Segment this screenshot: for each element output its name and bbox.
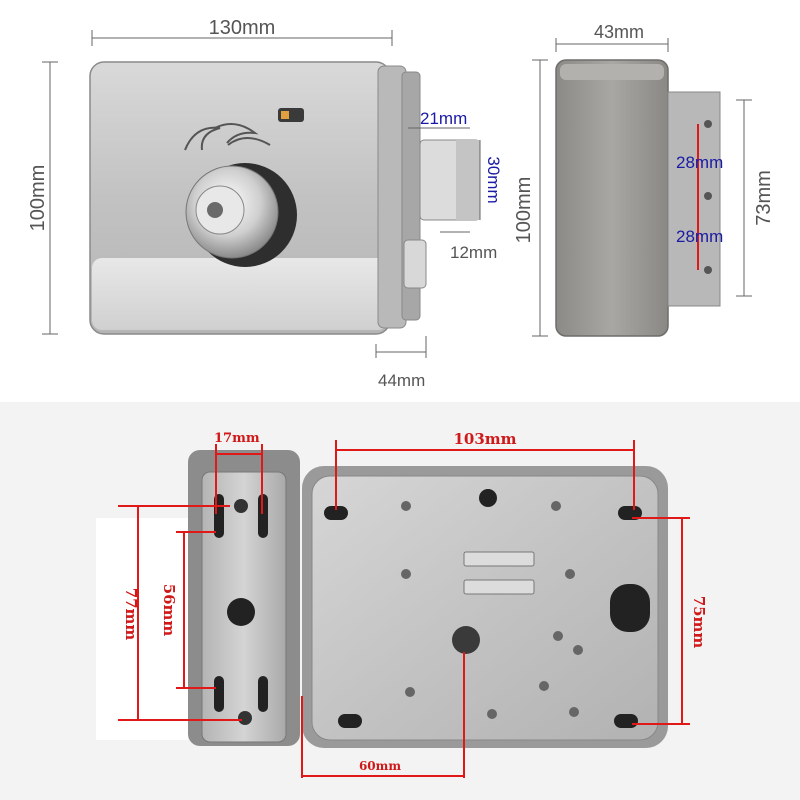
side-height-label: 100mm	[513, 177, 535, 244]
rear-diagram: 17mm 103mm 77mm 56mm 75mm 60mm	[96, 430, 708, 778]
dimension-130mm: 130mm	[91, 17, 393, 46]
hole-spacing-2-label: 28mm	[676, 227, 723, 246]
dimension-28mm-upper: 28mm	[676, 124, 723, 196]
strike-plate	[188, 450, 300, 746]
plate-center-hole	[227, 598, 255, 626]
latch-depth-label: 12mm	[450, 243, 497, 262]
lock-side-body	[555, 59, 721, 337]
plate-slot	[258, 676, 268, 712]
side-hole-middle	[704, 192, 712, 200]
mount-slot	[618, 506, 642, 520]
screw-hole	[405, 687, 415, 697]
plate-hole-spacing-label: 56mm	[160, 584, 178, 637]
latch-width-label: 21mm	[420, 109, 467, 128]
dimension-100mm-left: 100mm	[27, 61, 58, 335]
latch-height-label: 30mm	[484, 156, 503, 203]
side-depth-label: 43mm	[594, 22, 644, 42]
screw-hole	[573, 645, 583, 655]
dimension-60mm: 60mm	[301, 652, 465, 778]
dimension-43mm: 43mm	[555, 22, 669, 52]
screw-hole	[401, 501, 411, 511]
screw-hole	[553, 631, 563, 641]
mount-slot	[324, 506, 348, 520]
side-hole-bottom	[704, 266, 712, 274]
mount-slot	[338, 714, 362, 728]
dimension-103mm: 103mm	[335, 430, 635, 510]
screw-hole	[539, 681, 549, 691]
dimension-75mm: 75mm	[632, 517, 708, 725]
bolt-slot	[463, 579, 535, 595]
dimension-12mm: 12mm	[440, 231, 497, 262]
screw-hole	[569, 707, 579, 717]
plate-slot	[214, 676, 224, 712]
screw-hole	[479, 489, 497, 507]
front-and-side-view-panel: 130mm 100mm 21mm 30mm 12mm 44mm 43	[27, 17, 775, 390]
bottom-depth-label: 44mm	[378, 371, 425, 390]
screw-hole	[487, 709, 497, 719]
latch-bolt	[403, 139, 481, 289]
height-left-label: 100mm	[27, 165, 49, 232]
width-label: 130mm	[209, 17, 276, 39]
plate-height-label: 73mm	[753, 170, 775, 226]
screw-hole	[551, 501, 561, 511]
screw-hole	[565, 569, 575, 579]
dead-latch	[403, 239, 427, 289]
plate-screw-hole	[234, 499, 248, 513]
dimension-30mm: 30mm	[479, 140, 503, 220]
lock-back-body	[302, 466, 668, 748]
indicator-light	[281, 111, 289, 119]
side-mounting-plate	[667, 91, 721, 307]
dimension-28mm-lower: 28mm	[676, 196, 723, 270]
body-width-label: 103mm	[453, 430, 516, 448]
dimension-17mm: 17mm	[214, 431, 263, 514]
plate-height-77-label: 77mm	[122, 588, 140, 641]
dimension-44mm: 44mm	[375, 336, 427, 390]
bottom-offset-label: 60mm	[359, 759, 401, 773]
front-side-diagram: 130mm 100mm 21mm 30mm 12mm 44mm 43	[27, 17, 775, 390]
background-cutout	[96, 518, 188, 740]
dimension-56mm: 56mm	[160, 531, 216, 689]
logo-swirl-icon	[184, 123, 271, 151]
dimension-21mm: 21mm	[408, 109, 470, 129]
body-hole-spacing-label: 75mm	[690, 596, 708, 649]
mount-slot	[614, 714, 638, 728]
hole-spacing-1-label: 28mm	[676, 153, 723, 172]
wire-hole	[610, 584, 650, 632]
cylinder-hole	[452, 626, 480, 654]
rear-view-panel: 17mm 103mm 77mm 56mm 75mm 60mm	[0, 402, 800, 800]
dimension-100mm-side: 100mm	[513, 59, 548, 337]
plate-slot	[258, 494, 268, 538]
keyhole	[207, 202, 223, 218]
plate-screw-hole	[238, 711, 252, 725]
screw-hole	[401, 569, 411, 579]
plate-width-label: 17mm	[214, 431, 260, 446]
side-hole-top	[704, 120, 712, 128]
bolt-slot	[463, 551, 535, 567]
key-knob	[185, 163, 297, 267]
dimension-73mm: 73mm	[736, 99, 775, 297]
dimension-77mm: 77mm	[118, 505, 242, 721]
